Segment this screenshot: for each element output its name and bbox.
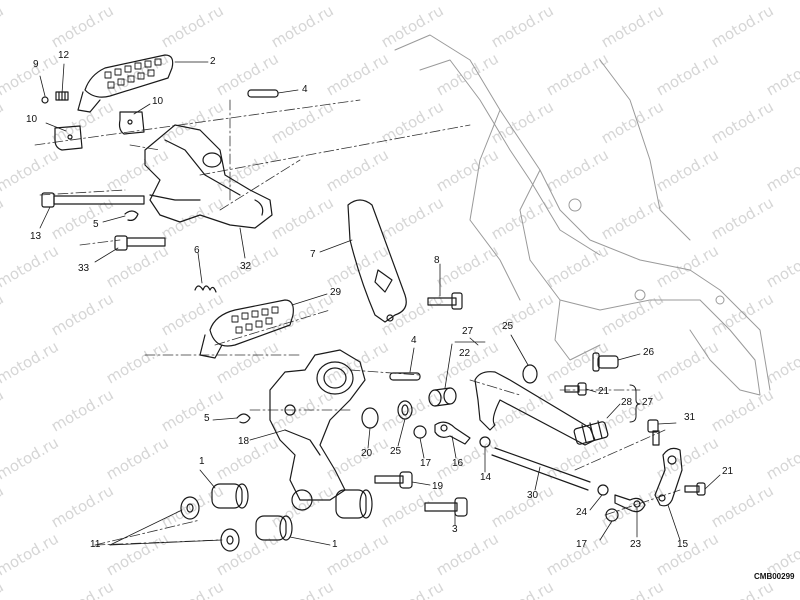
nut-17 [413,425,427,439]
spacer-26 [592,352,619,372]
washer-25 [397,400,413,420]
callout-30: 30 [527,490,539,501]
bolt-21-lower [684,482,706,496]
shift-rod [491,447,591,491]
callout-10-left: 10 [26,114,38,125]
callout-31: 31 [684,412,696,423]
callout-32: 32 [240,261,252,272]
bolt-21-upper [564,382,587,396]
callout-17-lower: 17 [576,539,588,550]
drawing-code: CMB00299 [754,572,795,581]
leader-lines [39,61,721,546]
callout-21-upper: 21 [598,386,610,397]
callout-1-upper: 1 [199,456,205,467]
callout-21-lower: 21 [722,466,734,477]
callout-22: 22 [459,348,471,359]
plate-right [118,111,145,135]
rod-end-23 [614,494,646,513]
callout-25-lower: 25 [390,446,402,457]
callout-8: 8 [434,255,440,266]
callout-24: 24 [576,507,588,518]
callout-17-upper: 17 [420,458,432,469]
circlip-upper [124,210,139,221]
callout-27-side: 27 [642,397,654,408]
callout-9: 9 [33,59,39,70]
callout-28: 28 [621,397,633,408]
callout-3: 3 [452,524,458,535]
nut-24 [597,484,609,496]
callout-4-upper: 4 [302,84,308,95]
upper-footpeg [77,54,174,113]
bolt-31 [647,419,660,446]
bolt-3 [424,497,468,517]
callout-27-top: 27 [462,326,474,337]
frame-background [394,34,771,396]
nut-17-lower [605,508,619,522]
nut-14 [479,436,491,448]
plate-left [54,125,83,151]
circlip-lower [236,413,251,424]
callout-6: 6 [194,245,200,256]
detent-ball [41,96,49,104]
washers-11 [180,496,240,552]
bolt-8 [427,292,463,310]
callout-29: 29 [330,287,342,298]
callout-5-upper: 5 [93,219,99,230]
callout-16: 16 [452,458,464,469]
upper-pin [247,89,279,98]
callout-20: 20 [361,448,373,459]
callout-14: 14 [480,472,492,483]
bolt-19 [374,471,413,489]
main-bracket [269,349,366,511]
callout-5-lower: 5 [204,413,210,424]
callout-25-upper: 25 [502,321,514,332]
callout-33: 33 [78,263,90,274]
assembly-lines [34,99,681,546]
long-bolt-13 [41,192,145,208]
callout-26: 26 [643,347,655,358]
bolt-33 [114,235,166,251]
callout-10-right: 10 [152,96,164,107]
callout-23: 23 [630,539,642,550]
callout-18: 18 [238,436,250,447]
callout-11: 11 [90,539,101,550]
rod-end-16 [434,421,471,445]
bush-22 [428,387,457,407]
rubber-bushes [211,483,373,541]
washer-25-upper [522,364,538,384]
linkage-15 [654,447,683,507]
washer-20 [361,407,379,429]
lower-pin [389,372,421,381]
callout-19: 19 [432,481,444,492]
callout-4-lower: 4 [411,335,417,346]
callout-13: 13 [30,231,42,242]
spring-6 [194,285,217,293]
callout-2: 2 [210,56,216,67]
heel-guard [347,199,407,323]
gear-lever [474,371,609,446]
callout-12: 12 [58,50,70,61]
lower-footpeg [199,299,294,359]
callout-15: 15 [677,539,689,550]
callout-7: 7 [310,249,316,260]
brace-27 [629,384,641,423]
callout-1-lower: 1 [332,539,338,550]
upper-bracket [144,124,273,229]
